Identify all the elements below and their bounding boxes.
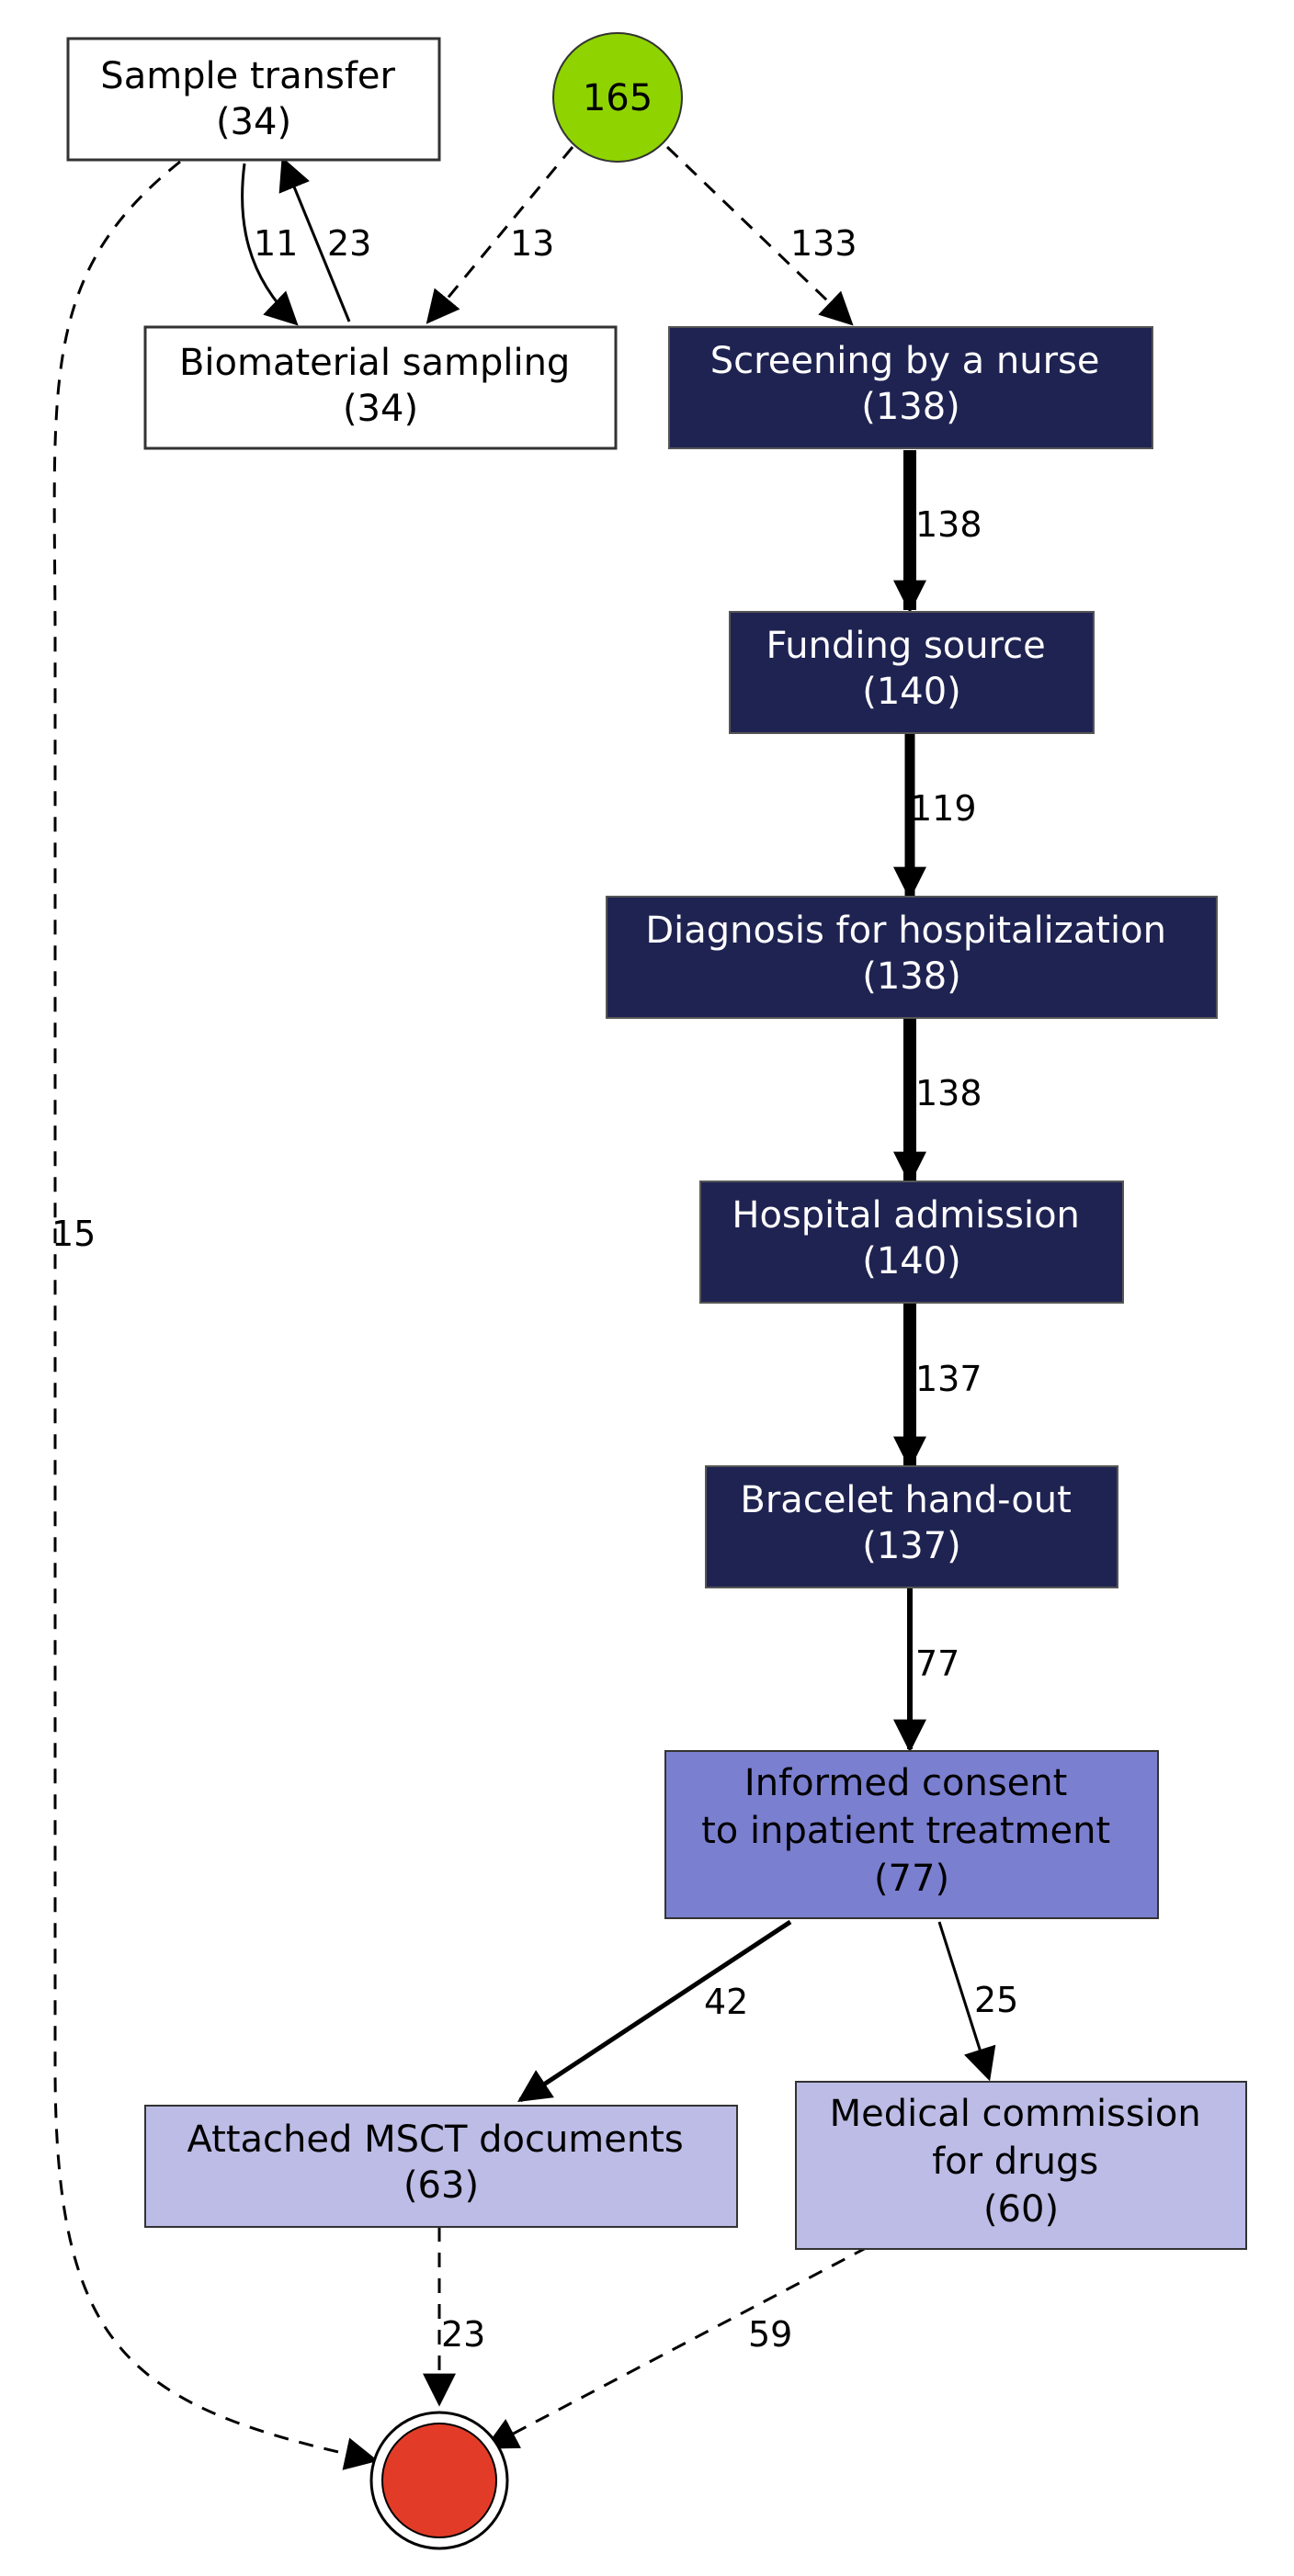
node-consent-line1: Informed consent bbox=[744, 1762, 1067, 1804]
edge-start-to-screening bbox=[665, 145, 854, 326]
node-bracelet-title: Bracelet hand-out bbox=[740, 1479, 1071, 1521]
node-msct-title: Attached MSCT documents bbox=[187, 2118, 684, 2161]
node-sample-transfer-count: (34) bbox=[216, 101, 291, 143]
edge-consent-to-msct bbox=[516, 1919, 792, 2103]
svg-text:Medical commission for d: Medical commission for drugs (60) bbox=[830, 2093, 1213, 2231]
edge-label-commission-to-end: 59 bbox=[748, 2314, 792, 2355]
svg-text:Funding source (140): Funding source (140) bbox=[766, 625, 1057, 713]
node-funding-count: (140) bbox=[862, 671, 961, 713]
node-screening-by-nurse[interactable]: Screening by a nurse (138) bbox=[668, 326, 1153, 449]
start-node-count: 165 bbox=[583, 77, 653, 119]
edge-label-sample-to-biomaterial: 11 bbox=[254, 223, 298, 264]
node-medical-commission[interactable]: Medical commission for drugs (60) bbox=[795, 2081, 1247, 2250]
node-commission-count: (60) bbox=[983, 2188, 1059, 2231]
node-sample-transfer-title: Sample transfer bbox=[100, 55, 395, 97]
edge-consent-to-commission bbox=[937, 1921, 996, 2082]
edge-label-start-to-screening: 133 bbox=[790, 223, 857, 264]
node-funding-title: Funding source bbox=[766, 625, 1045, 667]
node-biomaterial-sampling-count: (34) bbox=[343, 388, 418, 430]
svg-text:Informed consent to inpa: Informed consent to inpatient treatment … bbox=[701, 1762, 1122, 1900]
svg-text:Biomaterial sampling (34: Biomaterial sampling (34) bbox=[179, 342, 582, 430]
edge-label-consent-to-commission: 25 bbox=[974, 1980, 1018, 2020]
edge-label-consent-to-msct: 42 bbox=[704, 1982, 748, 2022]
edge-label-biomaterial-to-sample: 23 bbox=[327, 223, 371, 264]
edge-label-diagnosis-to-admission: 138 bbox=[915, 1073, 982, 1113]
edge-label-admission-to-bracelet: 137 bbox=[915, 1359, 982, 1399]
edge-label-msct-to-end: 23 bbox=[441, 2314, 485, 2355]
edge-sample-to-end bbox=[52, 160, 379, 2470]
edge-biomaterial-to-sample bbox=[278, 156, 351, 322]
node-commission-line2: for drugs bbox=[932, 2141, 1098, 2183]
node-biomaterial-sampling[interactable]: Biomaterial sampling (34) bbox=[143, 325, 618, 450]
svg-text:Diagnosis for hospitalization: Diagnosis for hospitalization (138) bbox=[645, 910, 1177, 998]
node-screening-title: Screening by a nurse bbox=[710, 340, 1100, 382]
start-node[interactable] bbox=[552, 32, 683, 163]
edge-label-start-to-biomaterial: 13 bbox=[510, 223, 554, 264]
node-biomaterial-sampling-title: Biomaterial sampling bbox=[179, 342, 570, 384]
node-funding-source[interactable]: Funding source (140) bbox=[729, 611, 1095, 734]
edge-start-to-biomaterial bbox=[426, 146, 574, 324]
node-admission-count: (140) bbox=[862, 1240, 961, 1282]
edge-label-funding-to-diagnosis: 119 bbox=[910, 788, 977, 829]
node-attached-msct-documents[interactable]: Attached MSCT documents (63) bbox=[144, 2105, 738, 2228]
node-informed-consent[interactable]: Informed consent to inpatient treatment … bbox=[664, 1750, 1159, 1919]
svg-text:Hospital admission (140): Hospital admission (140) bbox=[732, 1194, 1091, 1282]
edge-label-sample-to-end: 15 bbox=[51, 1214, 96, 1254]
node-diagnosis-for-hospitalization[interactable]: Diagnosis for hospitalization (138) bbox=[606, 896, 1218, 1019]
node-commission-line1: Medical commission bbox=[830, 2093, 1201, 2135]
node-admission-title: Hospital admission bbox=[732, 1194, 1080, 1237]
node-consent-count: (77) bbox=[874, 1858, 949, 1900]
edge-sample-to-biomaterial bbox=[241, 163, 299, 326]
svg-text:Screening by a nurse (13: Screening by a nurse (138) bbox=[710, 340, 1111, 428]
edge-label-bracelet-to-consent: 77 bbox=[915, 1644, 959, 1684]
node-msct-count: (63) bbox=[403, 2164, 479, 2207]
node-screening-count: (138) bbox=[861, 386, 960, 428]
node-bracelet-count: (137) bbox=[862, 1525, 961, 1567]
node-diagnosis-title: Diagnosis for hospitalization bbox=[645, 910, 1166, 952]
edge-label-screening-to-funding: 138 bbox=[915, 504, 982, 545]
node-sample-transfer[interactable]: Sample transfer (34) bbox=[66, 37, 441, 162]
node-consent-line2: to inpatient treatment bbox=[701, 1810, 1110, 1852]
svg-text:Sample transfer (34): Sample transfer (34) bbox=[100, 55, 406, 143]
svg-text:Bracelet hand-out (137): Bracelet hand-out (137) bbox=[740, 1479, 1083, 1567]
svg-text:Attached MSCT documents: Attached MSCT documents (63) bbox=[187, 2118, 696, 2207]
end-node[interactable] bbox=[369, 2411, 509, 2550]
node-hospital-admission[interactable]: Hospital admission (140) bbox=[699, 1181, 1124, 1304]
node-diagnosis-count: (138) bbox=[862, 955, 961, 998]
node-bracelet-hand-out[interactable]: Bracelet hand-out (137) bbox=[705, 1465, 1118, 1588]
edge-commission-to-end bbox=[483, 2245, 868, 2449]
